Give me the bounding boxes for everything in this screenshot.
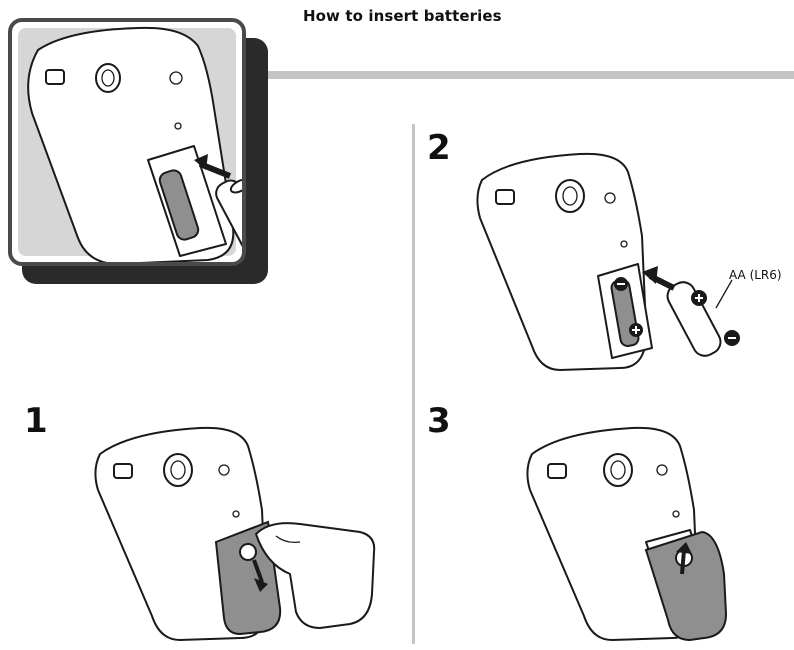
step-3-camera-illustration bbox=[526, 426, 728, 642]
vertical-divider bbox=[412, 124, 415, 644]
step-2-camera-illustration bbox=[476, 152, 740, 371]
page-title: How to insert batteries bbox=[303, 7, 502, 25]
battery-type-label: AA (LR6) bbox=[729, 268, 782, 282]
battery-illustration bbox=[666, 281, 722, 357]
step-number-1: 1 bbox=[24, 401, 48, 441]
step-number-3: 3 bbox=[427, 401, 451, 441]
arrow-icon bbox=[252, 559, 264, 583]
overview-camera-illustration bbox=[27, 26, 242, 262]
header-rule bbox=[262, 71, 794, 79]
arrow-icon bbox=[680, 549, 686, 575]
hand-illustration bbox=[255, 522, 376, 629]
step-1-camera-illustration bbox=[94, 426, 376, 641]
battery-illustration bbox=[215, 179, 242, 259]
step-number-2: 2 bbox=[427, 128, 451, 168]
overview-thumbnail bbox=[8, 18, 246, 266]
